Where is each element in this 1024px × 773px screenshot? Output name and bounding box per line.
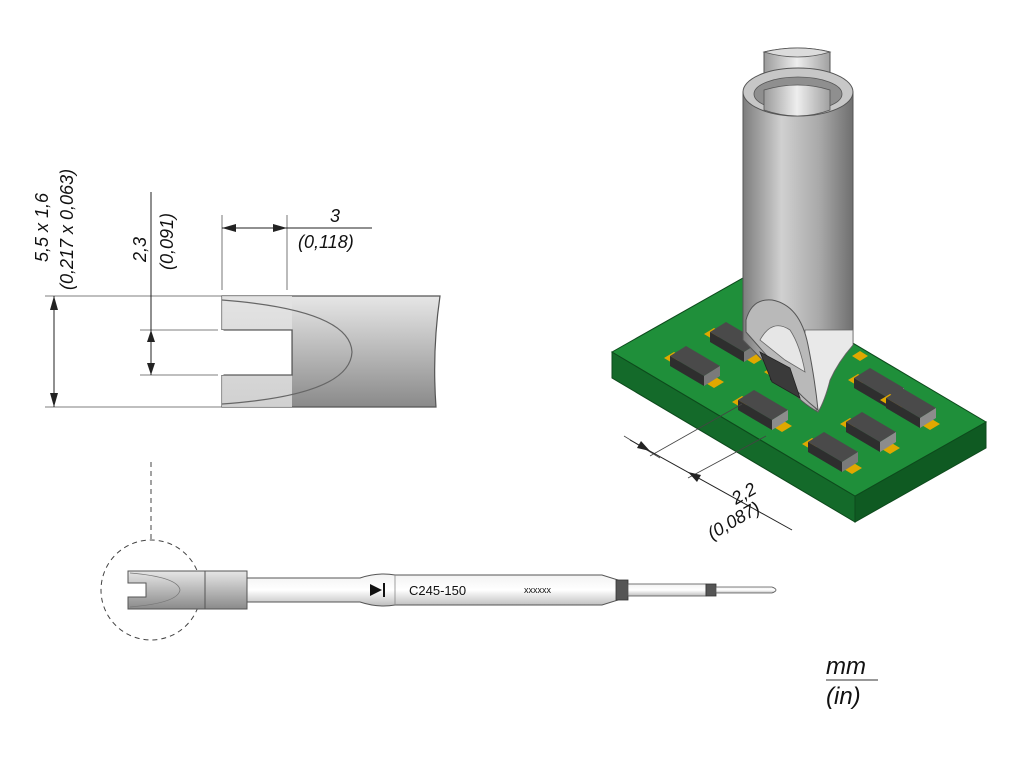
tip-size-mm-label: 5,5 x 1,6 [32,192,52,262]
smd-component [802,432,862,474]
unit-secondary-label: (in) [826,683,861,710]
cartridge-collar [204,570,248,610]
pcb-3d-view: 2,2 (0,087) [611,47,987,544]
slot-depth-in-label: (0,118) [298,232,354,252]
cartridge-tip-head [127,570,206,610]
dimension-overall: 5,5 x 1,6 (0,217 x 0,063) [32,169,222,408]
tip-chamfer [222,296,292,407]
cartridge-rear-shaft [627,583,707,597]
tip-size-in-label: (0,217 x 0,063) [57,169,77,290]
unit-primary-label: mm [826,653,866,680]
dimension-slot-depth: 3 (0,118) [221,206,372,290]
tip-slot [221,329,293,376]
tip-3d [742,47,854,413]
pitch-in-label: (0,087) [704,498,763,544]
slot-width-in-label: (0,091) [157,213,177,270]
cartridge-pin [715,586,777,594]
tip-bevel-curve [221,299,353,405]
diode-marker-icon [370,584,382,596]
smd-component [840,412,900,454]
smd-component [880,388,940,430]
slot-depth-mm-label: 3 [330,206,340,226]
smd-component [732,390,792,432]
cartridge-model-label: C245-150 [409,583,466,598]
units-legend: mm (in) [826,653,878,710]
cartridge-serial-label: xxxxxx [524,585,552,595]
smd-component [664,346,724,388]
cartridge-drawing: C245-150 xxxxxx [100,539,777,641]
cartridge-ring [615,579,629,601]
slot-width-mm-label: 2,3 [130,237,150,263]
tip-side-view [220,295,441,408]
dimension-slot-width: 2,3 (0,091) [130,192,218,376]
